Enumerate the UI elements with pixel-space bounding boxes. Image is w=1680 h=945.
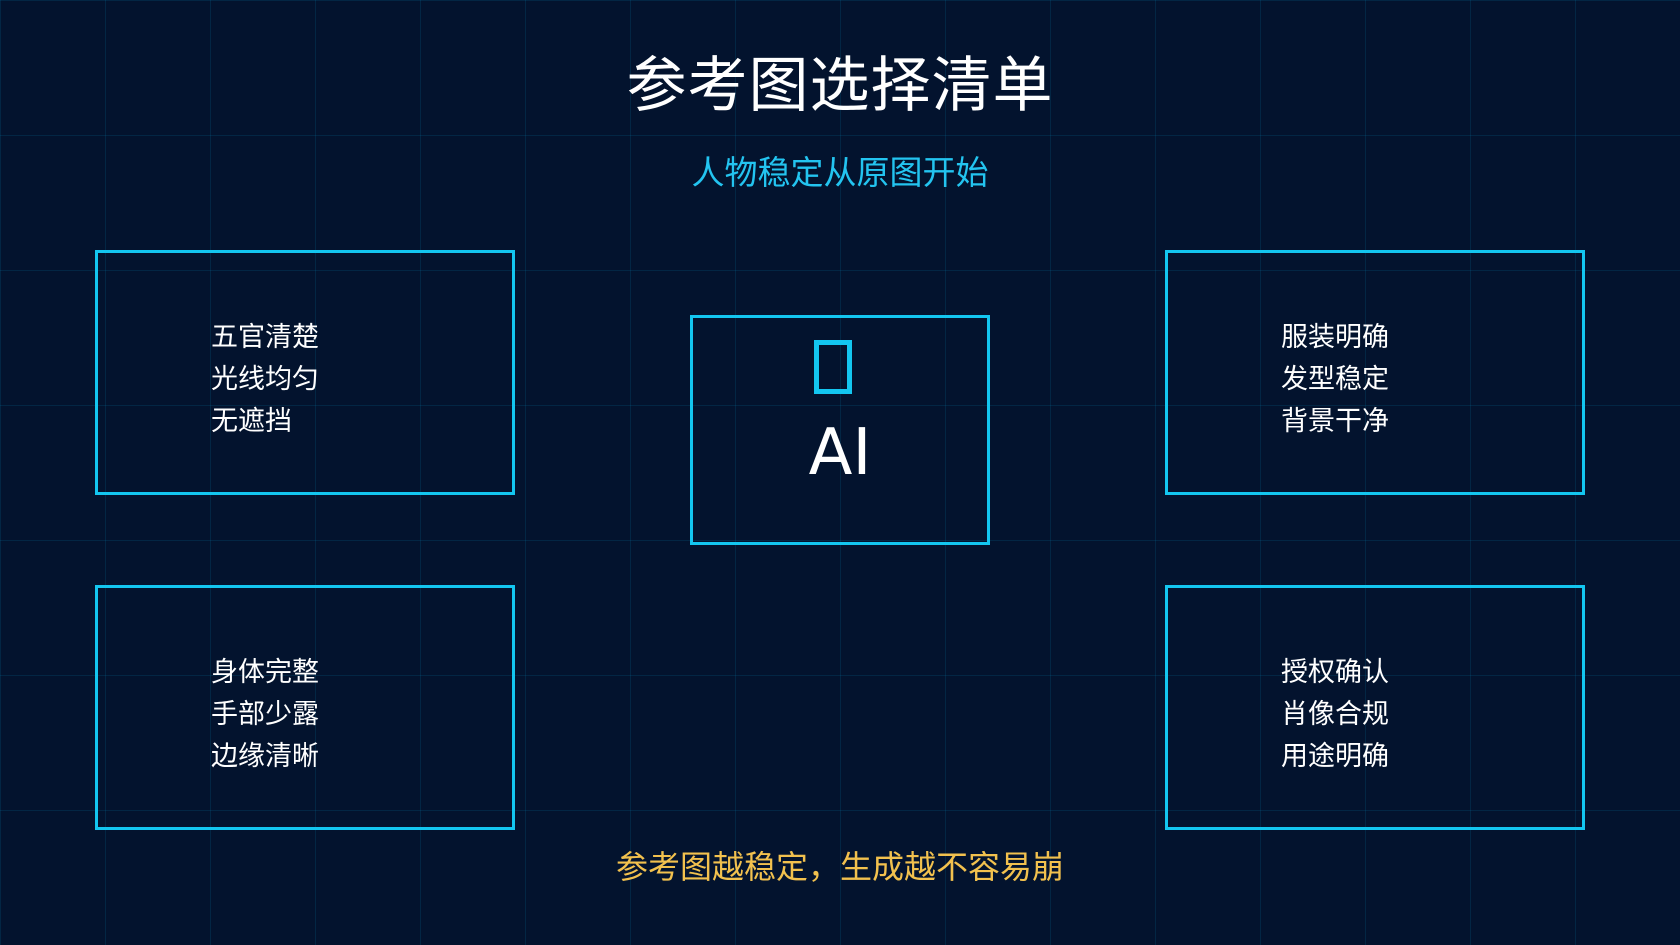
card-line: 身体完整 — [211, 657, 319, 688]
card-line: 光线均匀 — [211, 364, 319, 395]
card-line: 服装明确 — [1281, 322, 1389, 353]
slide-subtitle: 人物稳定从原图开始 — [691, 153, 989, 192]
card-line: 用途明确 — [1281, 741, 1389, 772]
card-bottom-left-list: 身体完整 手部少露 边缘清晰 — [211, 652, 319, 778]
slide-title: 参考图选择清单 — [626, 51, 1054, 121]
card-top-left-list: 五官清楚 光线均匀 无遮挡 — [211, 317, 319, 443]
card-top-right: 服装明确 发型稳定 背景干净 — [1165, 250, 1585, 495]
card-bottom-right-list: 授权确认 肖像合规 用途明确 — [1281, 652, 1389, 778]
card-bottom-right: 授权确认 肖像合规 用途明确 — [1165, 585, 1585, 830]
card-line: 背景干净 — [1281, 406, 1389, 437]
card-line: 授权确认 — [1281, 657, 1389, 688]
document-icon — [814, 340, 852, 394]
card-line: 手部少露 — [211, 699, 319, 730]
card-line: 边缘清晰 — [211, 741, 319, 772]
card-line: 肖像合规 — [1281, 699, 1389, 730]
card-line: 发型稳定 — [1281, 364, 1389, 395]
card-bottom-left: 身体完整 手部少露 边缘清晰 — [95, 585, 515, 830]
card-line: 五官清楚 — [211, 322, 319, 353]
center-ai-label: AI — [808, 416, 872, 490]
slide-footer-note: 参考图越稳定，生成越不容易崩 — [615, 848, 1064, 886]
card-top-left: 五官清楚 光线均匀 无遮挡 — [95, 250, 515, 495]
card-top-right-list: 服装明确 发型稳定 背景干净 — [1281, 317, 1389, 443]
center-ai-box: AI — [690, 315, 990, 545]
card-line: 无遮挡 — [211, 406, 292, 437]
